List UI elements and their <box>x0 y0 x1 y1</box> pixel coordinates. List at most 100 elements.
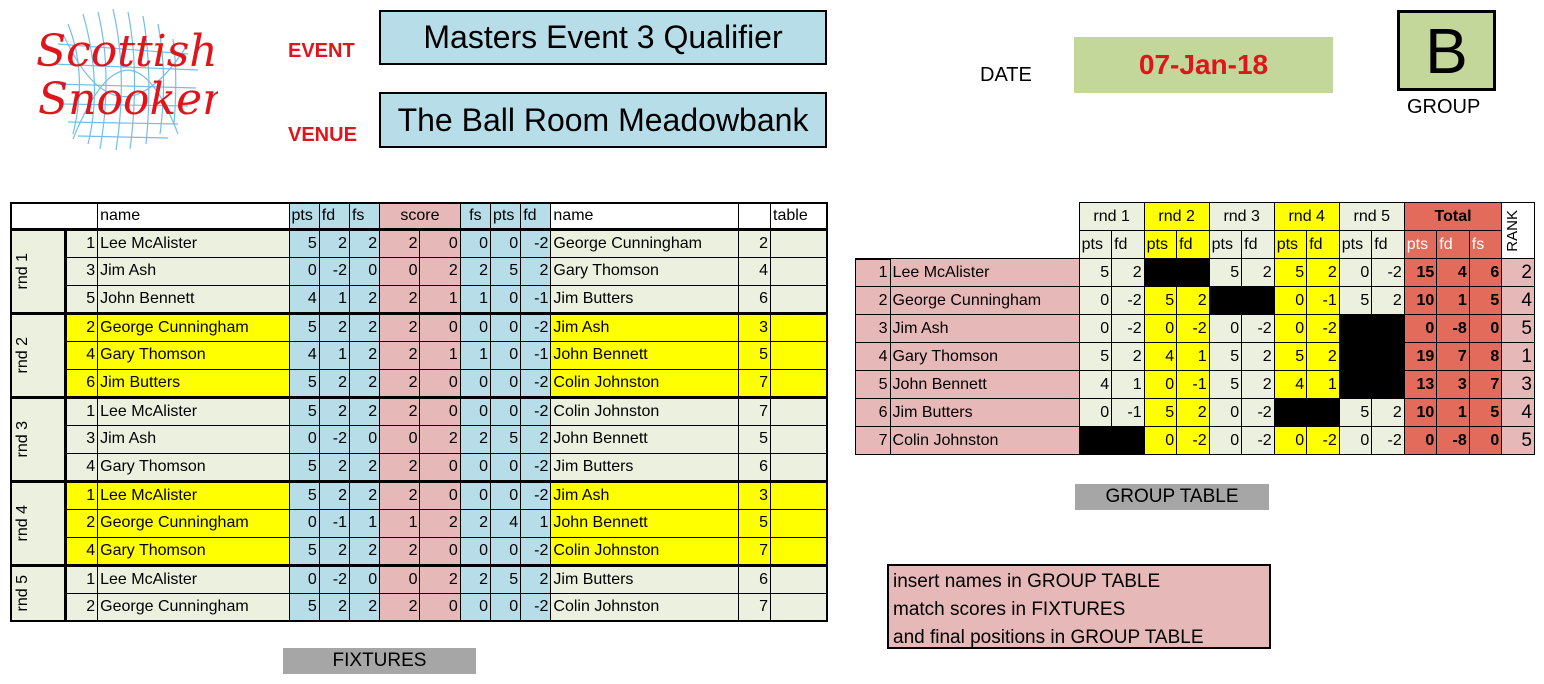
score-left[interactable]: 2 <box>379 452 421 482</box>
player-name[interactable]: Jim Butters <box>889 398 1080 427</box>
player-name[interactable]: Lee McAlister <box>889 258 1080 287</box>
round-fd: -2 <box>1241 314 1275 343</box>
opponent-name[interactable]: Colin Johnston <box>550 395 739 426</box>
score-right[interactable]: 0 <box>419 395 461 426</box>
rank-value[interactable]: 4 <box>1501 286 1535 315</box>
score-right[interactable]: 2 <box>419 256 461 286</box>
opponent-name[interactable]: John Bennett <box>550 508 739 538</box>
score-right[interactable]: 0 <box>419 536 461 566</box>
score-left[interactable]: 2 <box>379 311 421 342</box>
opponent-name[interactable]: Jim Butters <box>550 563 739 594</box>
rank-value[interactable]: 3 <box>1501 370 1535 399</box>
opponent-name[interactable]: John Bennett <box>550 424 739 454</box>
opponent-name[interactable]: Jim Butters <box>550 284 739 314</box>
score-right[interactable]: 1 <box>419 284 461 314</box>
score-right[interactable]: 2 <box>419 563 461 594</box>
score-right[interactable]: 2 <box>419 508 461 538</box>
score-left[interactable]: 2 <box>379 592 421 622</box>
score-right[interactable]: 1 <box>419 340 461 370</box>
opponent-name[interactable]: Jim Ash <box>550 479 739 510</box>
score-left[interactable]: 2 <box>379 368 421 398</box>
table-cell[interactable] <box>770 424 828 454</box>
score-right[interactable]: 0 <box>419 227 461 258</box>
rank-value[interactable]: 5 <box>1501 426 1535 455</box>
score-left[interactable]: 2 <box>379 340 421 370</box>
table-cell[interactable] <box>770 592 828 622</box>
player-name[interactable]: Gary Thomson <box>889 342 1080 371</box>
opponent-name[interactable]: Jim Ash <box>550 311 739 342</box>
score-left[interactable]: 2 <box>379 284 421 314</box>
player-name[interactable]: George Cunningham <box>97 311 290 342</box>
opponent-number: 6 <box>737 563 772 594</box>
score-left[interactable]: 0 <box>379 256 421 286</box>
table-cell[interactable] <box>770 395 828 426</box>
date-field[interactable]: 07-Jan-18 <box>1074 37 1333 93</box>
player-name[interactable]: Jim Butters <box>97 368 290 398</box>
venue-field[interactable]: The Ball Room Meadowbank <box>379 92 827 148</box>
opponent-name[interactable]: Jim Butters <box>550 452 739 482</box>
total-fd: 3 <box>1436 370 1470 399</box>
score-right[interactable]: 0 <box>419 311 461 342</box>
score-left[interactable]: 0 <box>379 563 421 594</box>
blocked-cell <box>1208 286 1243 315</box>
player-name[interactable]: Lee McAlister <box>97 227 290 258</box>
rank-value[interactable]: 4 <box>1501 398 1535 427</box>
table-cell[interactable] <box>770 536 828 566</box>
player-name[interactable]: George Cunningham <box>889 286 1080 315</box>
opponent-name[interactable]: George Cunningham <box>550 227 739 258</box>
opponent-pts: 4 <box>489 508 522 538</box>
table-cell[interactable] <box>770 479 828 510</box>
rank-value[interactable]: 1 <box>1501 342 1535 371</box>
table-cell[interactable] <box>770 508 828 538</box>
opponent-name[interactable]: John Bennett <box>550 340 739 370</box>
player-name[interactable]: Jim Ash <box>889 314 1080 343</box>
score-right[interactable]: 0 <box>419 368 461 398</box>
player-name[interactable]: Lee McAlister <box>97 479 290 510</box>
event-field[interactable]: Masters Event 3 Qualifier <box>379 10 827 65</box>
score-left[interactable]: 2 <box>379 536 421 566</box>
player-name[interactable]: Jim Ash <box>97 424 290 454</box>
player-name[interactable]: Gary Thomson <box>97 536 290 566</box>
table-cell[interactable] <box>770 256 828 286</box>
table-cell[interactable] <box>770 452 828 482</box>
table-cell[interactable] <box>770 340 828 370</box>
player-name[interactable]: George Cunningham <box>97 508 290 538</box>
total-pts: 0 <box>1403 314 1438 343</box>
player-name[interactable]: Lee McAlister <box>97 563 290 594</box>
opponent-name[interactable]: Gary Thomson <box>550 256 739 286</box>
score-right[interactable]: 0 <box>419 592 461 622</box>
fixtures-header-fs2: fs <box>459 202 491 230</box>
table-cell[interactable] <box>770 227 828 258</box>
score-left[interactable]: 2 <box>379 395 421 426</box>
opponent-name[interactable]: Colin Johnston <box>550 592 739 622</box>
player-name[interactable]: Gary Thomson <box>97 452 290 482</box>
player-name[interactable]: John Bennett <box>889 370 1080 399</box>
player-name[interactable]: George Cunningham <box>97 592 290 622</box>
score-right[interactable]: 0 <box>419 479 461 510</box>
table-cell[interactable] <box>770 311 828 342</box>
rank-value[interactable]: 5 <box>1501 314 1535 343</box>
score-left[interactable]: 1 <box>379 508 421 538</box>
table-cell[interactable] <box>770 284 828 314</box>
score-left[interactable]: 2 <box>379 227 421 258</box>
player-name[interactable]: Gary Thomson <box>97 340 290 370</box>
total-pts: 13 <box>1403 370 1438 399</box>
player-name[interactable]: Lee McAlister <box>97 395 290 426</box>
table-cell[interactable] <box>770 368 828 398</box>
player-name[interactable]: Jim Ash <box>97 256 290 286</box>
score-left[interactable]: 0 <box>379 424 421 454</box>
player-name[interactable]: John Bennett <box>97 284 290 314</box>
opponent-name[interactable]: Colin Johnston <box>550 368 739 398</box>
score-left[interactable]: 2 <box>379 479 421 510</box>
opponent-name[interactable]: Colin Johnston <box>550 536 739 566</box>
round-fd: -2 <box>1111 314 1145 343</box>
player-name[interactable]: Colin Johnston <box>889 426 1080 455</box>
score-right[interactable]: 2 <box>419 424 461 454</box>
rank-value[interactable]: 2 <box>1501 258 1535 287</box>
score-right[interactable]: 0 <box>419 452 461 482</box>
pts-header: pts <box>1208 230 1243 259</box>
table-cell[interactable] <box>770 563 828 594</box>
player-fs: 0 <box>348 424 381 454</box>
player-fs: 2 <box>348 395 381 426</box>
